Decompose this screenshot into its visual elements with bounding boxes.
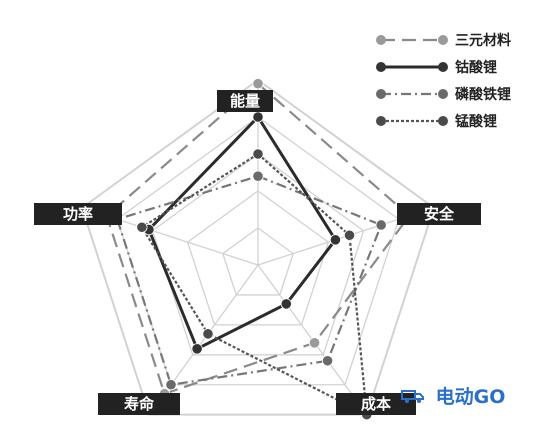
data-point-lfp	[375, 219, 387, 231]
legend-marker	[376, 35, 386, 45]
legend-marker	[438, 35, 448, 45]
legend-marker	[376, 89, 386, 99]
legend-marker	[376, 116, 386, 126]
legend-swatch-lfp	[376, 89, 448, 99]
data-point-lmo	[252, 148, 264, 160]
legend-label: 三元材料	[455, 33, 511, 49]
series-line-lfp	[115, 175, 383, 386]
legend-swatch-lco	[376, 62, 448, 72]
data-point-lco	[191, 343, 203, 355]
truck-icon	[400, 385, 426, 411]
data-point-ternary	[308, 337, 321, 349]
legend: 三元材料 钴酸锂 磷酸铁锂 锰酸锂	[372, 27, 547, 135]
grid-ring-1	[222, 227, 294, 296]
axis-label-cost: 成本	[336, 393, 416, 415]
series-line-lmo	[140, 152, 369, 417]
legend-swatch-lmo	[376, 116, 448, 126]
legend-label: 钴酸锂	[455, 60, 497, 76]
legend-item-lfp: 磷酸铁锂	[372, 81, 547, 108]
legend-marker	[376, 62, 386, 72]
legend-item-ternary: 三元材料	[372, 27, 547, 54]
data-point-lfp	[252, 170, 264, 182]
axis-label-life: 寿命	[98, 393, 180, 415]
legend-swatch-ternary	[376, 35, 448, 45]
data-point-lco	[280, 298, 292, 310]
watermark-logo: 电动GO	[400, 384, 505, 410]
data-point-lco	[329, 234, 342, 246]
legend-item-lmo: 锰酸锂	[372, 108, 547, 135]
legend-item-lco: 钴酸锂	[372, 54, 547, 81]
grid-ring-2	[186, 190, 330, 326]
data-point-lco	[252, 111, 264, 123]
axis-label-safety: 安全	[397, 203, 481, 225]
data-point-lmo	[343, 229, 356, 241]
axis-label-power: 功率	[34, 203, 122, 225]
legend-marker	[438, 89, 448, 99]
legend-label: 磷酸铁锂	[455, 87, 511, 103]
grid-ring-4	[116, 116, 400, 386]
legend-marker	[438, 116, 448, 126]
data-point-ternary	[252, 78, 264, 90]
watermark-text: 电动GO	[435, 386, 506, 408]
grid-ring-3	[151, 153, 365, 356]
axis-label-energy: 能量	[217, 90, 273, 112]
series-line-ternary	[105, 82, 411, 396]
data-point-lmo	[202, 328, 214, 340]
legend-label: 锰酸锂	[455, 114, 497, 130]
data-point-lfp	[165, 379, 177, 391]
legend-marker	[438, 62, 448, 72]
grid-ring-5	[80, 78, 436, 416]
data-point-lmo	[136, 221, 148, 233]
data-point-lfp	[321, 355, 334, 367]
series-line-lco	[147, 114, 338, 351]
